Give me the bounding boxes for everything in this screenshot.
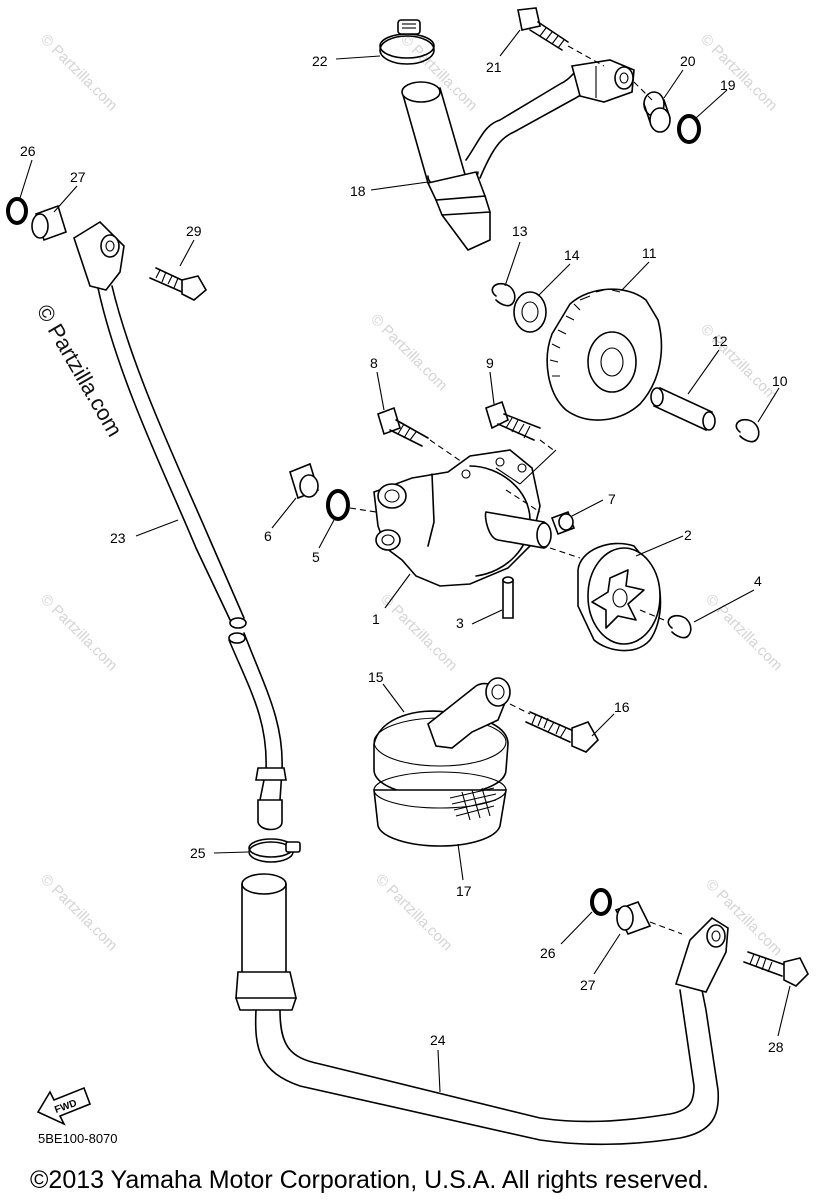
part-9-bolt bbox=[485, 400, 541, 441]
part-11-gear bbox=[546, 288, 663, 421]
part-7-dowel bbox=[550, 510, 576, 536]
callout-2: 2 bbox=[684, 527, 692, 543]
callout-26-lower: 26 bbox=[540, 945, 556, 961]
watermark-large: © Partzilla.com bbox=[32, 300, 128, 441]
fwd-arrow-icon: FWD bbox=[36, 1086, 92, 1126]
part-19-o-ring bbox=[677, 114, 701, 144]
callout-7: 7 bbox=[608, 491, 616, 507]
watermark: © Partzilla.com bbox=[372, 871, 455, 954]
assembly-line bbox=[539, 439, 557, 453]
part-5-o-ring bbox=[326, 489, 350, 521]
callout-19: 19 bbox=[720, 77, 736, 93]
assembly-line bbox=[505, 489, 541, 513]
part-26-o-ring-lower bbox=[590, 888, 612, 916]
callout-21: 21 bbox=[486, 59, 502, 75]
part-2-rotor bbox=[577, 542, 662, 652]
part-14-washer bbox=[513, 291, 547, 333]
assembly-line bbox=[649, 921, 683, 935]
part-12-shaft bbox=[650, 386, 716, 432]
part-6-spacer bbox=[289, 462, 319, 500]
part-1-oil-pump bbox=[373, 449, 552, 587]
callout-6: 6 bbox=[264, 528, 272, 544]
assembly-line bbox=[429, 439, 463, 463]
watermark: © Partzilla.com bbox=[37, 871, 120, 954]
part-4-circlip bbox=[667, 614, 692, 639]
part-17-screen bbox=[373, 771, 507, 847]
callout-12: 12 bbox=[712, 333, 728, 349]
watermark: © Partzilla.com bbox=[367, 311, 450, 394]
callout-24: 24 bbox=[430, 1032, 446, 1048]
part-27-spacer bbox=[31, 204, 67, 242]
part-25-clamp bbox=[248, 838, 301, 863]
watermark: © Partzilla.com bbox=[697, 31, 780, 114]
assembly-line bbox=[549, 547, 581, 559]
callout-28: 28 bbox=[768, 1039, 784, 1055]
callout-17: 17 bbox=[456, 883, 472, 899]
callout-13: 13 bbox=[512, 223, 528, 239]
callouts: 1 2 3 4 5 6 7 8 9 10 11 12 13 14 15 16 1… bbox=[20, 53, 788, 1055]
callout-10: 10 bbox=[772, 373, 788, 389]
part-21-bolt bbox=[517, 7, 605, 67]
callout-16: 16 bbox=[614, 699, 630, 715]
callout-15: 15 bbox=[368, 669, 384, 685]
callout-26: 26 bbox=[20, 143, 36, 159]
callout-5: 5 bbox=[312, 549, 320, 565]
part-24-oil-pipe bbox=[235, 873, 729, 1146]
assembly-line bbox=[633, 81, 653, 101]
leader-lines bbox=[19, 29, 791, 1093]
callout-14: 14 bbox=[564, 247, 580, 263]
part-13-circlip bbox=[491, 282, 516, 307]
callout-22: 22 bbox=[312, 53, 328, 69]
part-20-spacer bbox=[643, 91, 671, 133]
callout-27-lower: 27 bbox=[580, 977, 596, 993]
part-18-oil-pipe bbox=[401, 59, 635, 251]
watermark: © Partzilla.com bbox=[397, 31, 480, 114]
callout-23: 23 bbox=[110, 530, 126, 546]
callout-25: 25 bbox=[190, 845, 206, 861]
watermark: © Partzilla.com bbox=[377, 591, 460, 674]
callout-8: 8 bbox=[370, 355, 378, 371]
part-16-bolt bbox=[525, 711, 599, 753]
part-29-bolt bbox=[149, 267, 208, 301]
callout-4: 4 bbox=[754, 573, 762, 589]
callout-11: 11 bbox=[642, 245, 657, 261]
callout-9: 9 bbox=[486, 355, 494, 371]
part-22-clamp bbox=[379, 19, 435, 65]
copyright-notice: ©2013 Yamaha Motor Corporation, U.S.A. A… bbox=[30, 1166, 709, 1194]
callout-27: 27 bbox=[70, 169, 86, 185]
part-28-bolt bbox=[743, 951, 809, 987]
assembly-line bbox=[639, 609, 665, 621]
diagram-code: 5BE100-8070 bbox=[38, 1131, 118, 1146]
callout-3: 3 bbox=[456, 615, 464, 631]
callout-18: 18 bbox=[350, 183, 366, 199]
assembly-line bbox=[495, 449, 557, 485]
callout-1: 1 bbox=[372, 611, 380, 627]
callout-20: 20 bbox=[680, 53, 696, 69]
watermark: © Partzilla.com bbox=[702, 591, 785, 674]
part-26-o-ring bbox=[6, 197, 28, 225]
watermark: © Partzilla.com bbox=[37, 31, 120, 114]
assembly-line bbox=[509, 703, 531, 715]
part-10-circlip bbox=[735, 418, 760, 443]
part-23-hose bbox=[73, 220, 287, 831]
callout-29: 29 bbox=[186, 223, 202, 239]
part-3-pin bbox=[502, 576, 514, 619]
assembly-line bbox=[349, 507, 377, 513]
watermark: © Partzilla.com bbox=[37, 591, 120, 674]
part-27-spacer-lower bbox=[614, 901, 652, 935]
part-8-bolt bbox=[377, 406, 429, 447]
